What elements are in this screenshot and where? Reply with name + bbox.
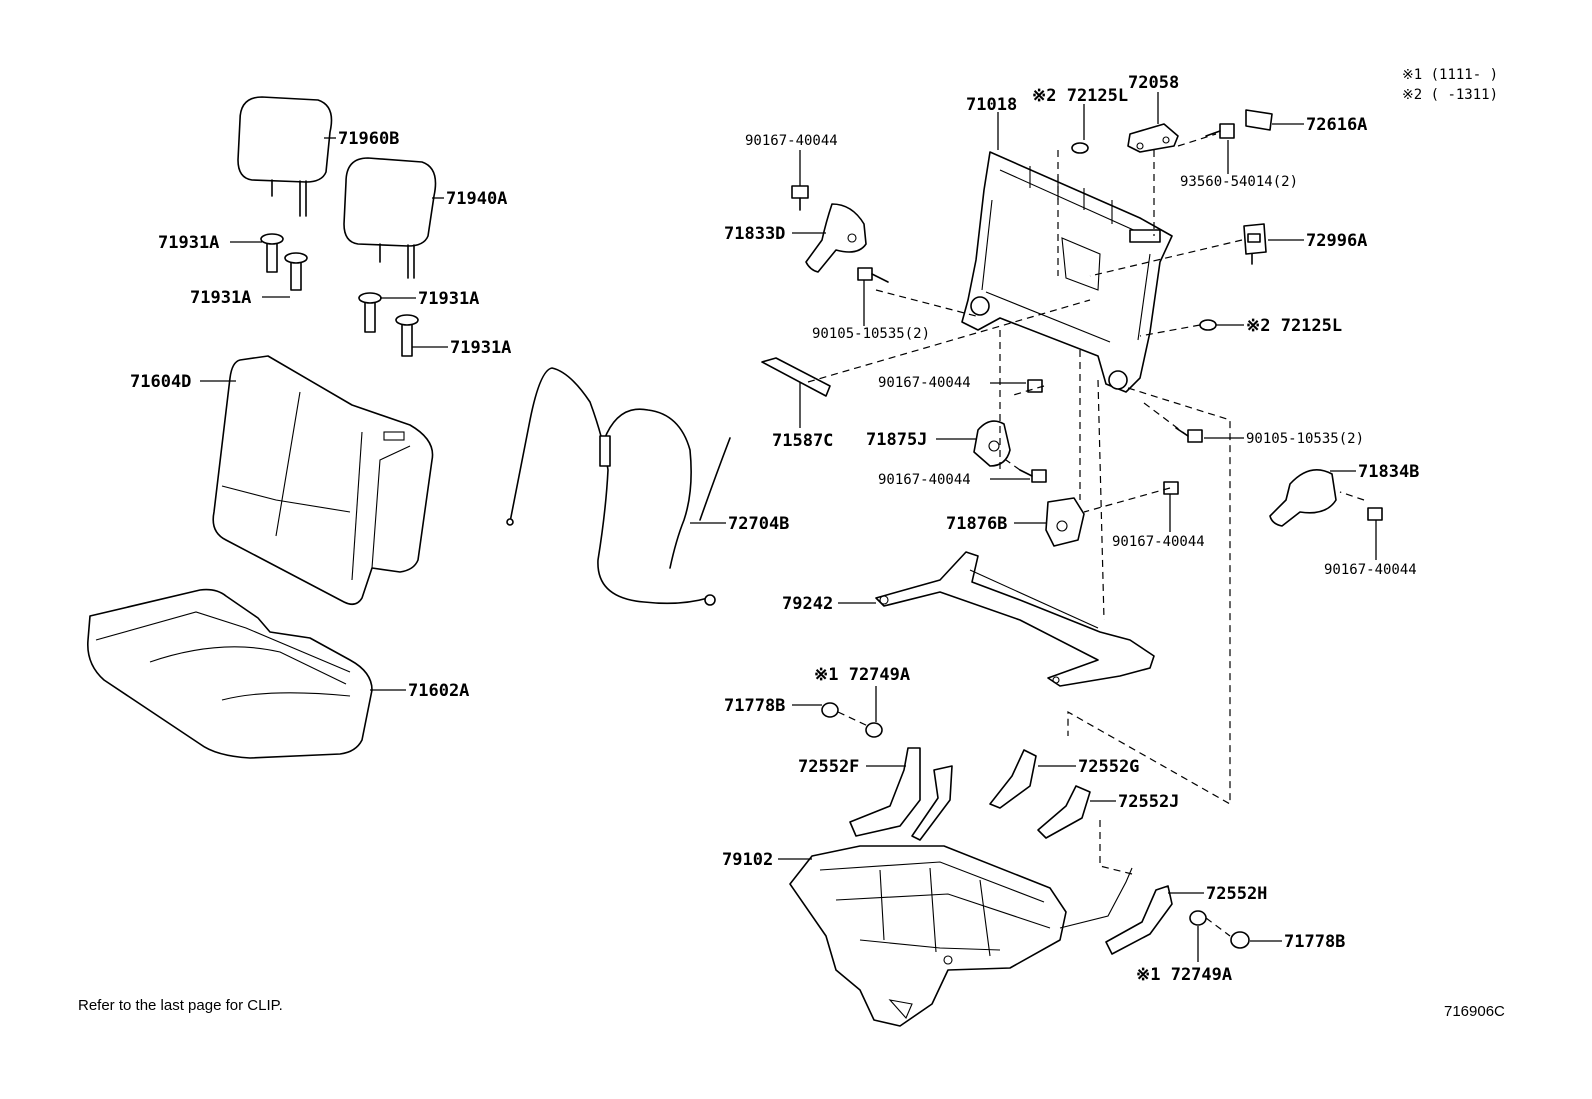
cover-72552H[interactable] xyxy=(1105,885,1173,955)
cover-72552J[interactable] xyxy=(1037,785,1091,839)
cap-71778B-1[interactable] xyxy=(821,702,839,718)
label-72552J: 72552J xyxy=(1118,792,1179,812)
label-79242: 79242 xyxy=(782,594,833,614)
nut-72749A-2[interactable] xyxy=(1189,910,1207,926)
clip-72125L-2[interactable] xyxy=(1199,319,1217,331)
label-71931A-3: 71931A xyxy=(418,289,479,309)
hinge-cover-71834B[interactable] xyxy=(1269,468,1337,527)
bolt-90167-40044-5[interactable] xyxy=(1367,507,1383,521)
label-90167-40044-3: 90167-40044 xyxy=(878,472,971,488)
label-72125L-2: ※2 72125L xyxy=(1246,316,1342,336)
note-line-2: ※2 ( -1311) xyxy=(1402,87,1498,103)
label-90167-40044-1: 90167-40044 xyxy=(745,133,838,149)
cover-72552G[interactable] xyxy=(989,749,1037,809)
label-93560-54014: 93560-54014(2) xyxy=(1180,174,1298,190)
label-72749A-2: ※1 72749A xyxy=(1136,965,1232,985)
plate-72616A[interactable] xyxy=(1245,109,1273,131)
trim-strip-71587C[interactable] xyxy=(761,357,831,397)
label-79102: 79102 xyxy=(722,850,773,870)
label-72552H: 72552H xyxy=(1206,884,1267,904)
headrest-71940A[interactable] xyxy=(343,157,437,279)
hinge-bar-79242[interactable] xyxy=(875,551,1155,687)
label-71931A-1: 71931A xyxy=(158,233,219,253)
label-90105-10535-1: 90105-10535(2) xyxy=(812,326,930,342)
hinge-cover-71833D[interactable] xyxy=(805,203,867,273)
label-72616A: 72616A xyxy=(1306,115,1367,135)
cover-72552F[interactable] xyxy=(849,747,953,841)
release-cable-72704B[interactable] xyxy=(506,367,731,606)
headrest-guide-2[interactable] xyxy=(284,252,308,291)
headrest-guide-1[interactable] xyxy=(260,233,284,273)
label-90167-40044-5: 90167-40044 xyxy=(1324,562,1417,578)
seat-back-frame-71018[interactable] xyxy=(961,151,1173,393)
label-71931A-4: 71931A xyxy=(450,338,511,358)
headrest-guide-3[interactable] xyxy=(358,292,382,333)
label-72996A: 72996A xyxy=(1306,231,1367,251)
seat-cushion-cover-71602A[interactable] xyxy=(87,588,373,759)
label-72125L-1: ※2 72125L xyxy=(1032,86,1128,106)
recliner-cover-71875J[interactable] xyxy=(973,420,1011,467)
headrest-guide-4[interactable] xyxy=(395,314,419,357)
label-72552G: 72552G xyxy=(1078,757,1139,777)
bolt-90167-40044-2[interactable] xyxy=(1027,379,1043,393)
label-71931A-2: 71931A xyxy=(190,288,251,308)
clip-note: Refer to the last page for CLIP. xyxy=(78,997,283,1014)
screw-93560-54014[interactable] xyxy=(1205,123,1235,139)
seat-back-cover-71604D[interactable] xyxy=(212,355,434,606)
label-90105-10535-2: 90105-10535(2) xyxy=(1246,431,1364,447)
note-line-1: ※1 (1111- ) xyxy=(1402,67,1498,83)
diagram-id: 716906C xyxy=(1444,1003,1505,1020)
label-71778B-2: 71778B xyxy=(1284,932,1345,952)
bolt-90167-40044-4[interactable] xyxy=(1163,481,1179,495)
label-72058: 72058 xyxy=(1128,73,1179,93)
bolt-90105-10535-2[interactable] xyxy=(1175,427,1203,443)
bolt-90105-10535-1[interactable] xyxy=(857,267,889,283)
cushion-frame-79102[interactable] xyxy=(789,845,1133,1027)
label-71602A: 71602A xyxy=(408,681,469,701)
label-90167-40044-4: 90167-40044 xyxy=(1112,534,1205,550)
headrest-71960B[interactable] xyxy=(237,96,333,217)
latch-72996A[interactable] xyxy=(1243,223,1267,265)
cap-71778B-2[interactable] xyxy=(1230,931,1250,949)
label-71940A: 71940A xyxy=(446,189,507,209)
bolt-90167-40044-3[interactable] xyxy=(1019,469,1047,483)
label-71018: 71018 xyxy=(966,95,1017,115)
bracket-72058[interactable] xyxy=(1127,123,1179,153)
label-71960B: 71960B xyxy=(338,129,399,149)
clip-72125L-1[interactable] xyxy=(1071,142,1089,154)
recliner-cover-71876B[interactable] xyxy=(1045,497,1085,547)
label-72749A-1: ※1 72749A xyxy=(814,665,910,685)
label-71604D: 71604D xyxy=(130,372,191,392)
bolt-90167-40044-1[interactable] xyxy=(791,185,809,211)
nut-72749A-1[interactable] xyxy=(865,722,883,738)
label-71834B: 71834B xyxy=(1358,462,1419,482)
label-71778B-1: 71778B xyxy=(724,696,785,716)
label-72552F: 72552F xyxy=(798,757,859,777)
label-71833D: 71833D xyxy=(724,224,785,244)
label-71587C: 71587C xyxy=(772,431,833,451)
label-71876B: 71876B xyxy=(946,514,1007,534)
label-71875J: 71875J xyxy=(866,430,927,450)
label-72704B: 72704B xyxy=(728,514,789,534)
label-90167-40044-2: 90167-40044 xyxy=(878,375,971,391)
